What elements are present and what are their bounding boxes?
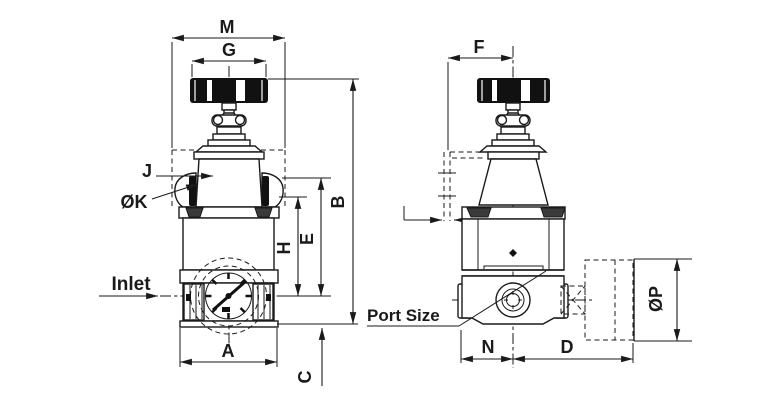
label-E: E <box>297 233 317 245</box>
label-C: C <box>295 371 315 384</box>
gauge-phantom-side <box>584 258 692 342</box>
body-side <box>457 206 569 325</box>
dim-E: E <box>277 177 331 297</box>
vent-hole <box>509 249 517 257</box>
dim-bracket-thickness <box>403 206 468 224</box>
dim-A: A <box>179 328 278 367</box>
label-D: D <box>561 337 574 357</box>
label-G: G <box>222 40 236 60</box>
bell <box>195 158 263 208</box>
dim-F: F <box>447 37 513 150</box>
dim-H: H <box>274 196 307 296</box>
callout-port-size: Port Size <box>367 270 547 327</box>
dim-OP: ØP <box>646 259 681 341</box>
callout-J: J <box>142 161 213 181</box>
knob <box>190 78 268 103</box>
gauge-ticks <box>205 273 252 319</box>
bonnet-front <box>174 151 284 208</box>
dim-C: C <box>295 328 326 386</box>
stem-side <box>478 102 548 153</box>
label-B: B <box>328 196 348 209</box>
side-view: F ØP N D Port Size <box>367 37 692 368</box>
ear-slot-right <box>262 176 269 206</box>
knob-front <box>190 78 268 103</box>
label-OP: ØP <box>646 286 666 312</box>
label-inlet: Inlet <box>111 274 151 295</box>
gauge-front <box>190 257 267 335</box>
bell <box>478 158 549 206</box>
label-F: F <box>474 37 485 57</box>
port-boss-right-front <box>252 283 274 321</box>
label-A: A <box>222 341 235 361</box>
front-view: M G B E H <box>99 17 359 386</box>
panel-bracket-phantom-side <box>438 151 489 221</box>
knob-side <box>477 78 550 103</box>
port-boss-left-front <box>183 283 205 321</box>
dim-N: N <box>460 330 513 363</box>
callout-OK: ØK <box>121 183 199 212</box>
callout-inlet: Inlet <box>99 274 158 300</box>
dim-D: D <box>513 337 634 363</box>
port <box>495 282 531 318</box>
stem-front <box>194 102 264 153</box>
label-port-size: Port Size <box>367 306 440 325</box>
bonnet-side <box>478 151 549 206</box>
label-H: H <box>274 242 294 255</box>
label-N: N <box>482 337 495 357</box>
dim-B: B <box>268 78 359 325</box>
dim-G: G <box>191 40 267 77</box>
dim-M: M <box>171 17 286 148</box>
label-M: M <box>220 17 235 37</box>
knob <box>477 78 550 103</box>
label-J: J <box>142 161 152 181</box>
ear-slot-left <box>189 176 196 206</box>
label-OK: ØK <box>121 192 148 212</box>
